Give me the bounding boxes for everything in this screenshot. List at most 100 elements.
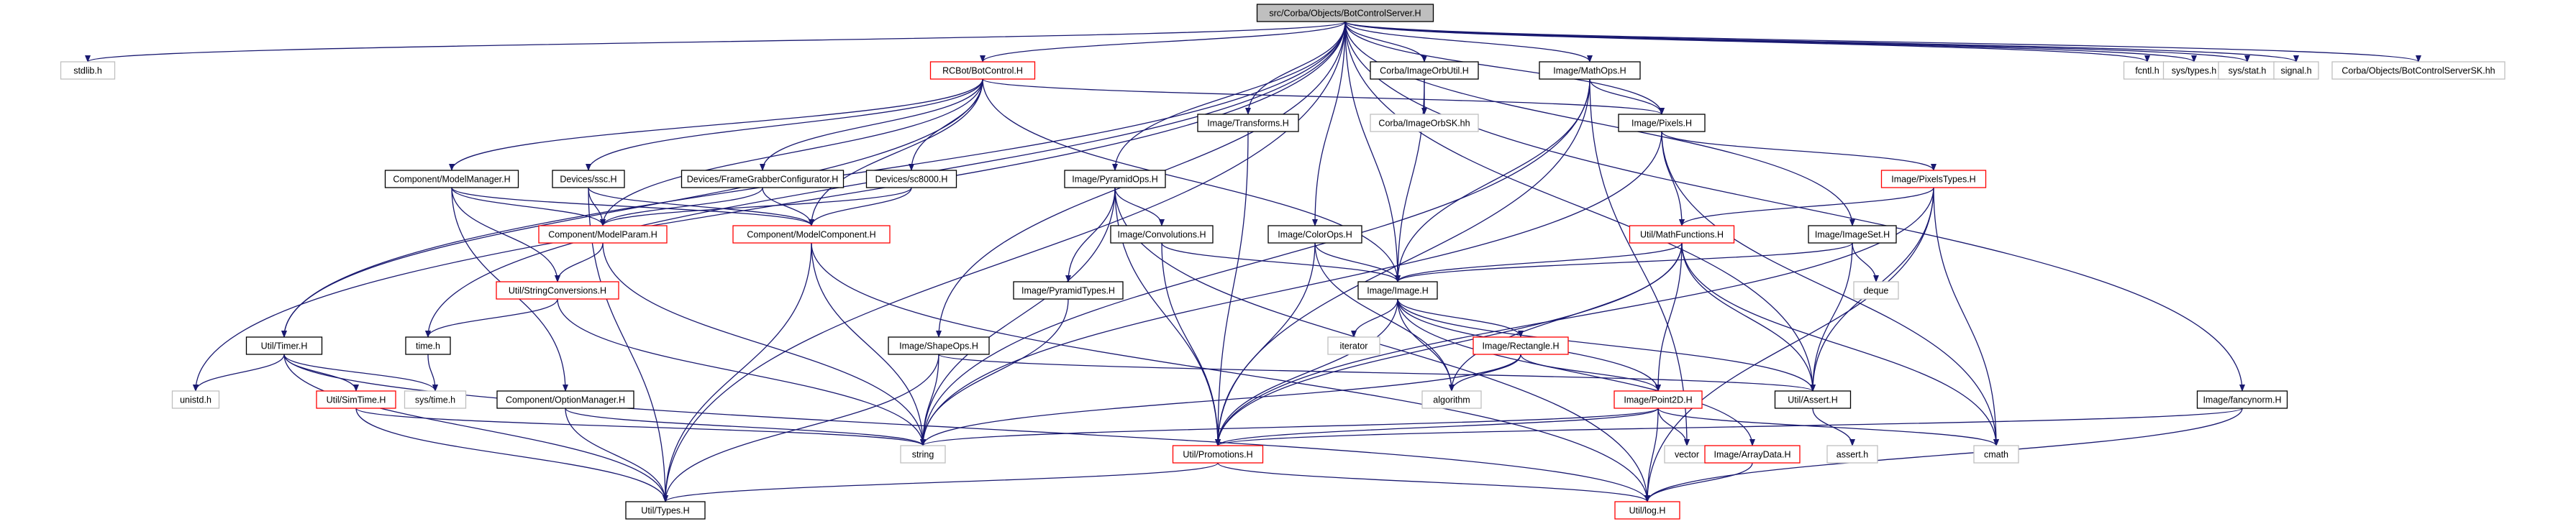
edge-arraydata-to-log [1644,462,1753,502]
node-label-promotions: Util/Promotions.H [1183,449,1252,459]
nodes-layer: src/Corba/Objects/BotControlServer.H stdl… [60,4,2506,520]
edge-modelcomponent-to-string [811,242,926,446]
node-modelmanager[interactable]: Component/ModelManager.H [384,170,519,188]
node-box-systime [404,390,467,409]
node-transforms[interactable]: Image/Transforms.H [1197,114,1299,132]
edge-simtime-to-types [355,408,668,502]
node-modelcomponent[interactable]: Component/ModelComponent.H [732,225,891,244]
node-label-modelcomponent: Component/ModelComponent.H [747,229,875,239]
edge-pixels-to-string [920,131,1662,446]
node-label-types: Util/Types.H [641,505,689,515]
edge-root-to-assert [1344,21,1816,392]
edge-pixelstypes-to-mathfunctions [1679,187,1934,226]
node-box-colorops [1267,225,1362,244]
node-image[interactable]: Image/Image.H [1357,281,1438,300]
node-log[interactable]: Util/log.H [1614,501,1680,520]
edge-rcbot-to-sc8000 [909,78,983,171]
node-rectangle[interactable]: Image/Rectangle.H [1473,336,1569,355]
edge-image-to-iterator [1351,298,1398,338]
node-stringconv[interactable]: Util/StringConversions.H [496,281,619,300]
node-box-serversk [2331,61,2506,80]
node-corbaimgutil[interactable]: Corba/ImageOrbUtil.H [1370,61,1479,80]
node-box-imgorbsk [1370,114,1479,132]
node-timer[interactable]: Util/Timer.H [245,336,323,355]
node-sc8000[interactable]: Devices/sc8000.H [865,170,957,188]
node-label-stdlib: stdlib.h [73,65,102,75]
node-label-devssc: Devices/ssc.H [560,174,616,184]
node-label-modelmanager: Component/ModelManager.H [393,174,510,184]
edge-rcbot-to-framegrab [760,78,983,171]
node-mathops[interactable]: Image/MathOps.H [1539,61,1641,80]
edge-root-to-imageset [1344,21,1855,226]
node-mathfunctions[interactable]: Util/MathFunctions.H [1629,225,1735,244]
node-box-simtime [316,390,396,409]
node-optionmanager[interactable]: Component/OptionManager.H [496,390,634,409]
node-label-imgorbsk: Corba/ImageOrbSK.hh [1378,118,1470,128]
node-pyramidops[interactable]: Image/PyramidOps.H [1064,170,1166,188]
edge-pixelstypes-to-log [1644,187,1934,502]
edge-modelmanager-to-stringconv [451,187,560,282]
edge-sc8000-to-modelcomponent [809,187,912,226]
edge-devssc-to-modelcomponent [588,187,814,226]
node-label-sc8000: Devices/sc8000.H [875,174,948,184]
node-box-unistd [171,390,220,409]
edge-imageset-to-deque [1852,242,1879,282]
edge-optionmanager-to-types [565,408,668,502]
node-box-sysstat [2218,61,2277,80]
edge-mathops-to-vector [1589,78,1690,446]
node-pixelstypes[interactable]: Image/PixelsTypes.H [1880,170,1987,188]
node-box-timeh [405,336,451,355]
node-box-framegrab [681,170,845,188]
node-box-stringconv [496,281,619,300]
node-devssc[interactable]: Devices/ssc.H [552,170,625,188]
edge-modelmanager-to-modelparam [451,187,606,226]
edge-modelparam-to-stringconv [555,242,604,282]
node-assert[interactable]: Util/Assert.H [1774,390,1852,409]
node-algorithm: algorithm [1421,390,1482,409]
node-timeh[interactable]: time.h [405,336,451,355]
edge-timer-to-types [283,354,668,502]
node-fancynorm[interactable]: Image/fancynorm.H [2196,390,2288,409]
node-root[interactable]: src/Corba/Objects/BotControlServer.H [1256,4,1434,22]
node-promotions[interactable]: Util/Promotions.H [1172,445,1264,464]
node-shapeops[interactable]: Image/ShapeOps.H [888,336,990,355]
node-arraydata[interactable]: Image/ArrayData.H [1704,445,1801,464]
node-pixels[interactable]: Image/Pixels.H [1618,114,1706,132]
node-box-image [1357,281,1438,300]
edge-convolutions-to-promotions [1161,242,1221,446]
node-box-point2d [1614,390,1703,409]
node-box-optionmanager [496,390,634,409]
edge-image-to-promotions [1215,298,1398,446]
node-framegrab[interactable]: Devices/FrameGrabberConfigurator.H [681,170,845,188]
node-deque: deque [1853,281,1899,300]
node-modelparam[interactable]: Component/ModelParam.H [538,225,668,244]
node-rcbot[interactable]: RCBot/BotControl.H [929,61,1036,80]
edge-image-to-assert [1397,298,1816,392]
node-box-pyramidops [1064,170,1166,188]
node-convolutions[interactable]: Image/Convolutions.H [1110,225,1214,244]
node-simtime[interactable]: Util/SimTime.H [316,390,396,409]
node-systypes: sys/types.h [2162,61,2226,80]
node-label-timeh: time.h [416,341,440,351]
edge-root-to-colorops [1312,21,1346,226]
edge-root-to-pixels [1344,21,1665,115]
edge-rcbot-to-devssc [586,78,983,171]
node-types[interactable]: Util/Types.H [625,501,706,520]
node-vector: vector [1664,445,1710,464]
edge-pyramidtypes-to-string [920,298,1069,446]
node-box-string [900,445,946,464]
node-stdlib: stdlib.h [60,61,116,80]
node-pyramidtypes[interactable]: Image/PyramidTypes.H [1013,281,1124,300]
edge-root-to-stdlib [85,21,1346,63]
node-signal: signal.h [2273,61,2319,80]
node-box-signal [2273,61,2319,80]
node-label-fcntl: fcntl.h [2135,65,2159,75]
edge-imageset-to-image [1395,242,1853,282]
edge-rcbot-to-image [982,78,1401,282]
node-colorops[interactable]: Image/ColorOps.H [1267,225,1362,244]
node-imageset[interactable]: Image/ImageSet.H [1808,225,1897,244]
edge-root-to-fancynorm [1344,21,2245,392]
node-point2d[interactable]: Image/Point2D.H [1614,390,1703,409]
edge-pixels-to-cmath [1661,131,1999,446]
node-box-pixelstypes [1880,170,1987,188]
